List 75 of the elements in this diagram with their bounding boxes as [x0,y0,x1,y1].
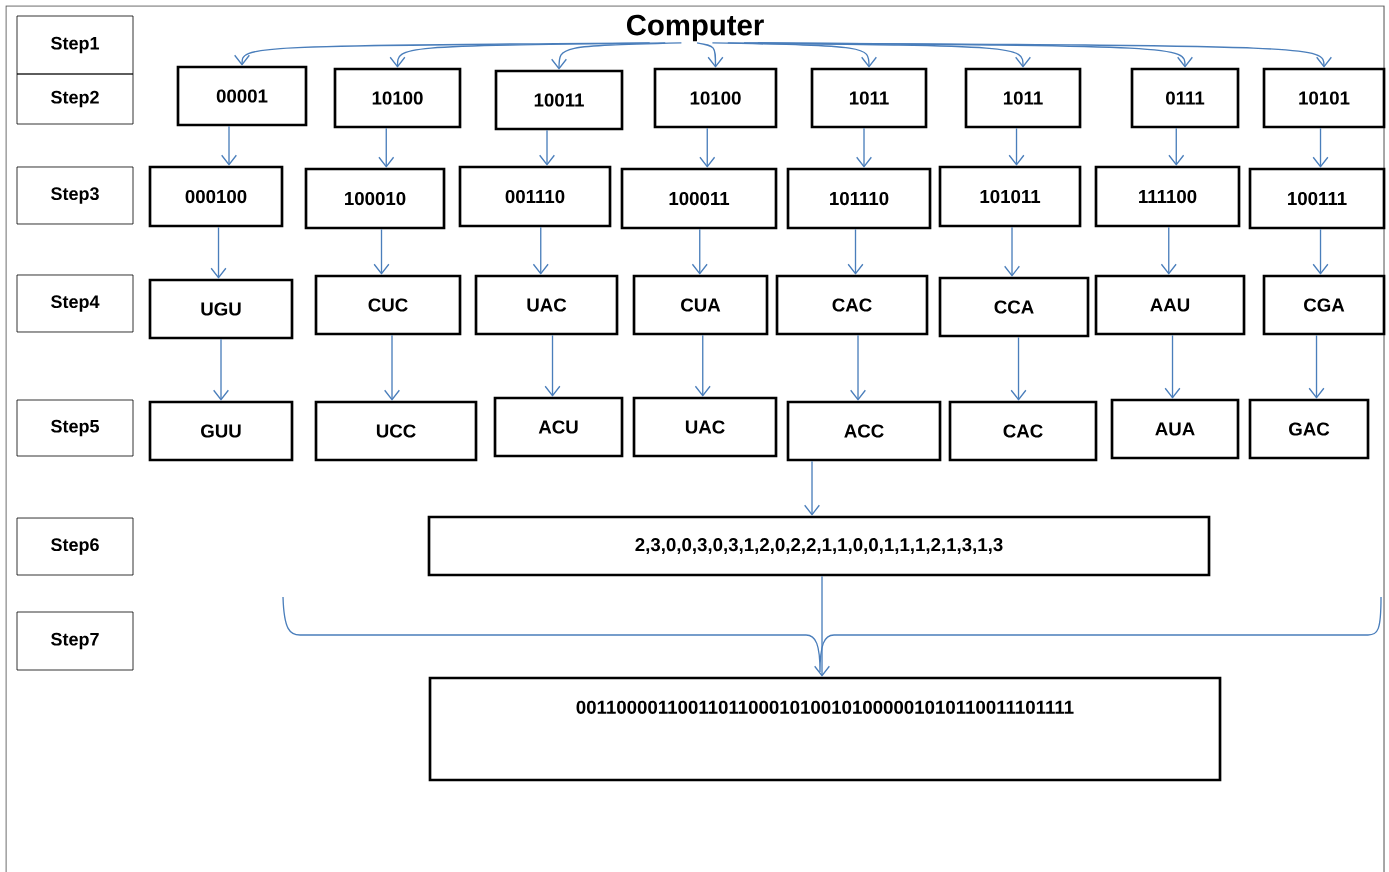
arrow [757,42,1332,68]
value-box: ACC [786,400,942,462]
result-box: 0011000011001101100010100101000001010110011101111 [428,676,1222,782]
step-label: Step5 [16,399,134,457]
arrow [850,334,866,401]
value-box: 001110 [458,165,612,228]
arrow [691,228,708,275]
arrow [694,334,711,397]
arrow [847,228,864,275]
value-box: UCC [314,400,478,462]
arrow [551,42,683,70]
arrow [727,42,1031,68]
value-box: CCA [938,276,1090,338]
step-label: Step4 [16,274,134,333]
value-box: 10100 [653,67,778,129]
value-box: 1011 [964,67,1082,129]
arrow [1168,127,1185,166]
value-box: 00001 [176,65,308,127]
value-box: ACU [493,396,624,458]
value-box: 100111 [1248,167,1386,230]
value-box: 100010 [304,167,446,230]
arrow [1160,226,1177,275]
value-box: CUA [632,274,769,336]
value-box: AAU [1094,274,1246,336]
arrow [804,460,820,516]
arrow [1004,226,1020,277]
value-box: CUC [314,274,462,336]
arrow [1008,127,1025,166]
arrow [1010,336,1027,401]
step-label: Step1 [16,15,134,75]
arrow [856,127,872,168]
arrow [373,228,390,275]
arrow [210,226,227,279]
value-box: 101110 [786,167,932,230]
value-box: CAC [948,400,1098,462]
value-box: 100011 [620,167,778,230]
value-box: 1011 [810,67,928,129]
value-box: 000100 [148,165,284,228]
value-box: 10101 [1262,67,1386,129]
value-box: GUU [148,400,294,462]
arrow [384,334,400,401]
arrow [711,42,877,68]
value-box: 0111 [1130,67,1240,129]
arrow [814,575,830,677]
arrow [1312,228,1329,275]
value-box: 10100 [333,67,462,129]
arrow [1308,334,1325,399]
value-box: 111100 [1094,165,1241,228]
arrow [1312,127,1329,168]
value-box: AUA [1110,398,1240,460]
arrow [1164,334,1181,399]
arrow [544,334,561,397]
arrow [539,129,555,166]
arrow [696,42,724,68]
computer-label: Computer [626,14,764,42]
arrow [389,42,666,68]
arrow [378,127,395,168]
value-box: CAC [775,274,929,336]
step-label: Step7 [16,611,134,671]
value-box: GAC [1248,398,1370,460]
value-box: 2,3,0,0,3,0,3,1,2,0,2,2,1,1,0,0,1,1,1,2,1,3,1,3 [427,515,1211,577]
value-box: 101011 [938,165,1082,228]
value-box: UAC [474,274,619,336]
value-box: UAC [632,396,778,458]
arrow [213,338,229,401]
step-label: Step2 [16,73,134,125]
value-box: CGA [1262,274,1386,336]
arrow [221,125,237,166]
step-label: Step3 [16,166,134,225]
arrow [699,127,716,168]
value-box: 10011 [494,69,624,131]
value-box: UGU [148,278,294,340]
arrow [743,42,1193,68]
arrow [532,226,549,275]
step-label: Step6 [16,517,134,576]
